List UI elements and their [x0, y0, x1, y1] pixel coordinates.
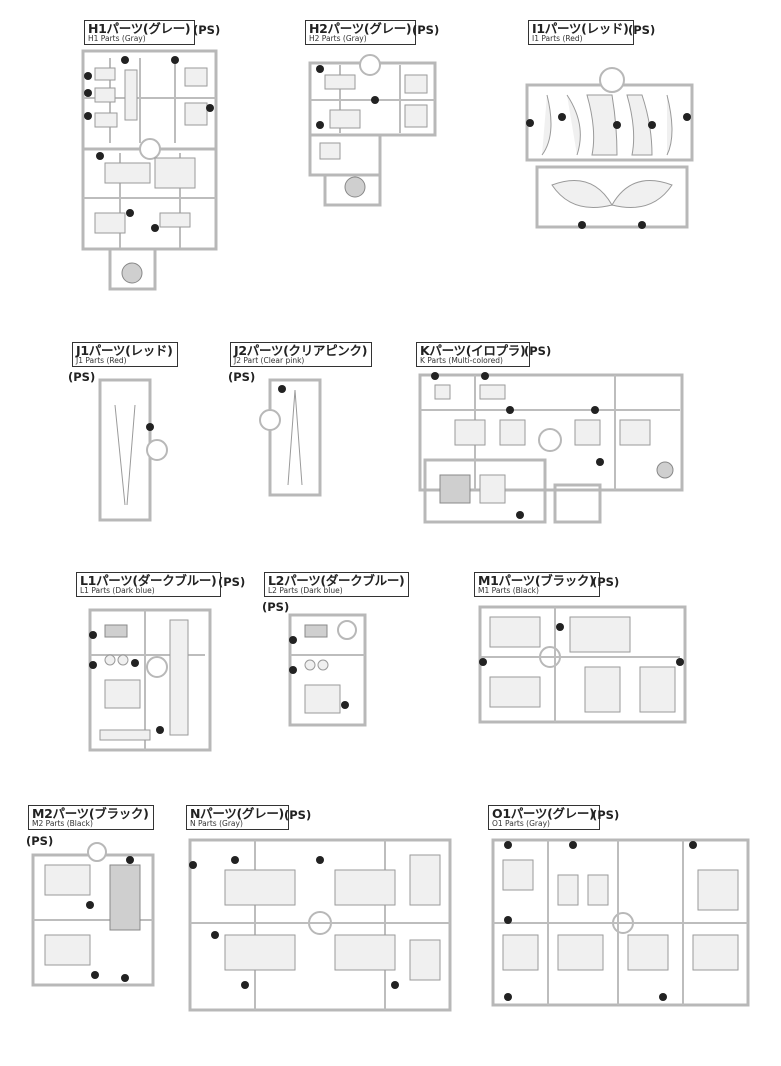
sheet-title-en: K Parts (Multi-colored) [420, 356, 503, 366]
sheet-title-en: M1 Parts (Black) [478, 586, 539, 596]
sheet-title-jp: M1パーツ(ブラック) [478, 573, 595, 588]
sheet-label-m2: M2パーツ(ブラック) M2 Parts (Black) [28, 805, 154, 830]
plastic-type: (PS) [284, 808, 312, 822]
sheet-title-jp: O1パーツ(グレー) [492, 806, 595, 821]
sheet-title-en: O1 Parts (Gray) [492, 819, 550, 829]
runner-o1 [491, 838, 750, 1007]
sheet-title-en: N Parts (Gray) [190, 819, 243, 829]
sheet-label-h1: H1パーツ(グレー) H1 Parts (Gray) [84, 20, 196, 45]
sheet-title-en: J2 Part (Clear pink) [234, 356, 305, 366]
plastic-type: (PS) [26, 834, 54, 848]
sheet-label-m1: M1パーツ(ブラック) M1 Parts (Black) [474, 572, 600, 597]
plastic-type: (PS) [592, 575, 620, 589]
sheet-title-en: L1 Parts (Dark blue) [80, 586, 155, 596]
plastic-type: (PS) [412, 23, 440, 37]
sheet-title-en: M2 Parts (Black) [32, 819, 93, 829]
sheet-title-jp: I1パーツ(レッド) [532, 21, 629, 36]
sheet-label-o1: O1パーツ(グレー) O1 Parts (Gray) [488, 805, 600, 830]
plastic-type: (PS) [628, 23, 656, 37]
sheet-title-en: L2 Parts (Dark blue) [268, 586, 343, 596]
runner-i1 [525, 67, 694, 229]
sheet-title-jp: L2パーツ(ダークブルー) [268, 573, 405, 588]
sheet-label-k: Kパーツ(イロプラ) K Parts (Multi-colored) [416, 342, 531, 367]
plastic-type: (PS) [592, 808, 620, 822]
runner-m1 [478, 605, 687, 724]
sheet-title-jp: L1パーツ(ダークブルー) [80, 573, 217, 588]
sheet-title-jp: J2パーツ(クリアピンク) [234, 343, 368, 358]
sheet-title-en: J1 Parts (Red) [76, 356, 127, 366]
plastic-type: (PS) [262, 600, 290, 614]
sheet-title-jp: M2パーツ(ブラック) [32, 806, 149, 821]
sheet-label-n: Nパーツ(グレー) N Parts (Gray) [186, 805, 289, 830]
runner-l1 [88, 608, 212, 752]
sheet-label-j2: J2パーツ(クリアピンク) J2 Part (Clear pink) [230, 342, 373, 367]
sheet-label-h2: H2パーツ(グレー) H2 Parts (Gray) [305, 20, 417, 45]
runner-j2 [259, 378, 322, 497]
sheet-label-l2: L2パーツ(ダークブルー) L2 Parts (Dark blue) [264, 572, 410, 597]
runner-j1 [98, 378, 168, 522]
plastic-type: (PS) [524, 344, 552, 358]
sheet-title-en: H2 Parts (Gray) [309, 34, 367, 44]
runner-h1 [81, 49, 218, 291]
sheet-label-i1: I1パーツ(レッド) I1 Parts (Red) [528, 20, 634, 45]
plastic-type: (PS) [193, 23, 221, 37]
plastic-type: (PS) [218, 575, 246, 589]
sheet-title-jp: H2パーツ(グレー) [309, 21, 412, 36]
runner-m2 [31, 842, 155, 987]
sheet-title-jp: Kパーツ(イロプラ) [420, 343, 526, 358]
sheet-title-en: I1 Parts (Red) [532, 34, 583, 44]
sheet-title-jp: J1パーツ(レッド) [76, 343, 173, 358]
sheet-title-en: H1 Parts (Gray) [88, 34, 146, 44]
sheet-title-jp: H1パーツ(グレー) [88, 21, 191, 36]
sheet-title-jp: Nパーツ(グレー) [190, 806, 284, 821]
runner-n [188, 838, 452, 1012]
sheet-label-j1: J1パーツ(レッド) J1 Parts (Red) [72, 342, 178, 367]
runner-k [418, 372, 684, 524]
runner-l2 [288, 613, 367, 727]
runner-h2 [308, 54, 437, 207]
sheet-label-l1: L1パーツ(ダークブルー) L1 Parts (Dark blue) [76, 572, 222, 597]
plastic-type: (PS) [228, 370, 256, 384]
plastic-type: (PS) [68, 370, 96, 384]
